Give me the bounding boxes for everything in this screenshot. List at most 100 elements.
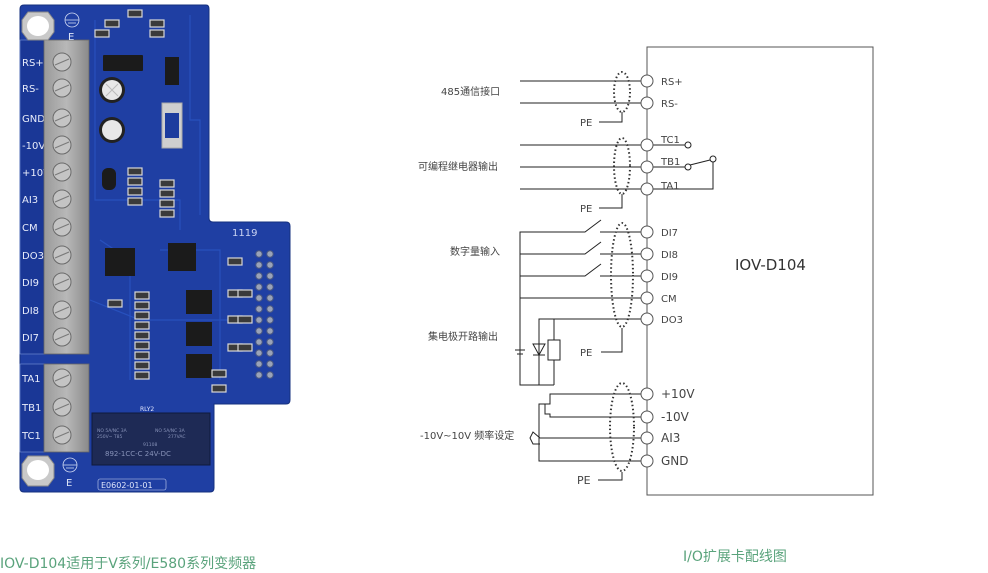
header-pin — [255, 250, 263, 258]
smd-component — [127, 187, 143, 196]
header-pin — [266, 272, 274, 280]
smd-component — [159, 199, 175, 208]
terminal-label: RS+ — [661, 77, 683, 88]
ground-label-bottom: E — [66, 478, 72, 489]
screw-slot — [54, 431, 70, 439]
pe-label-relay: PE — [580, 204, 592, 215]
screw-slot — [54, 306, 70, 314]
label-open-collector-output: 集电极开路输出 — [428, 330, 498, 343]
pcb-terminal-label: RS- — [22, 84, 39, 95]
label-digital-input: 数字量输入 — [450, 245, 500, 258]
transistor-tr3 — [102, 168, 116, 190]
screw-slot — [54, 278, 70, 286]
pe-label-analog: PE — [577, 474, 591, 487]
relay-date-code: 91108 — [143, 442, 157, 448]
relay-rly2: RLY2 NO 5A/NC 3A 250V~ T85 NO 5A/NC 3A 2… — [91, 406, 211, 466]
pcb-terminal-label: CM — [22, 223, 38, 234]
header-pin — [266, 349, 274, 357]
terminal-di9 — [640, 269, 654, 283]
header-pin — [266, 327, 274, 335]
optocoupler-pc2 — [186, 290, 212, 314]
terminal-gnd — [640, 454, 654, 468]
terminal-di8 — [640, 247, 654, 261]
smd-component — [159, 179, 175, 188]
terminal-rsplus — [640, 74, 654, 88]
terminal-label: RS- — [661, 99, 678, 110]
smd-component — [134, 321, 150, 330]
electrolytic-capacitor-c38 — [99, 77, 125, 103]
ic-pc5 — [168, 243, 196, 271]
screw-slot — [54, 403, 70, 411]
terminal-label: CM — [661, 294, 677, 305]
smd-component — [134, 301, 150, 310]
terminal-tb1 — [640, 160, 654, 174]
smd-component — [237, 289, 253, 298]
terminal-label: DI7 — [661, 228, 678, 239]
smd-component — [237, 315, 253, 324]
caption-product-compatibility: IOV-D104适用于V系列/E580系列变频器 — [0, 556, 257, 572]
terminal-label: -10V — [661, 410, 690, 424]
smd-component — [134, 311, 150, 320]
relay-rating-3: NO 5A/NC 3A — [155, 428, 186, 434]
screw-slot — [54, 195, 70, 203]
electrolytic-capacitor-c25 — [99, 117, 125, 143]
ground-label-top: E — [68, 32, 74, 43]
device-name: IOV-D104 — [735, 256, 806, 274]
screw-slot — [54, 223, 70, 231]
header-pin — [255, 261, 263, 269]
smd-component — [159, 209, 175, 218]
terminal-label: TC1 — [660, 135, 680, 146]
pcb-terminal-label: DO3 — [22, 251, 44, 262]
smd-diode-r36 — [103, 55, 143, 71]
pcb-terminal-label: TC1 — [21, 431, 41, 442]
screw-slot — [54, 168, 70, 176]
terminal-tc1 — [640, 138, 654, 152]
group-485 — [520, 71, 641, 123]
smd-component — [211, 369, 227, 378]
pcb-board-image: RS+RS-GND-10V+10VAI3CMDO3DI9DI8DI7TA1TB1… — [19, 4, 291, 493]
header-pin — [255, 338, 263, 346]
group-digital — [515, 219, 641, 386]
optocoupler-pc4 — [186, 354, 212, 378]
header-pin — [255, 349, 263, 357]
pcb-terminal-label: DI8 — [22, 306, 39, 317]
smd-component — [237, 343, 253, 352]
smd-component — [134, 291, 150, 300]
smd-component — [211, 384, 227, 393]
terminal-label: TA1 — [660, 181, 680, 192]
screw-slot — [54, 84, 70, 92]
pe-label-digital: PE — [580, 348, 592, 359]
screw-slot — [54, 251, 70, 259]
header-pin — [255, 294, 263, 302]
label-relay-output: 可编程继电器输出 — [418, 160, 498, 173]
smd-component — [127, 9, 143, 18]
terminal-plus10v — [640, 387, 654, 401]
label-frequency-setting: -10V~10V 频率设定 — [420, 429, 514, 442]
screw-slot — [54, 374, 70, 382]
screw-slot — [54, 333, 70, 341]
header-pin — [255, 327, 263, 335]
header-pin — [266, 250, 274, 258]
header-pin — [266, 338, 274, 346]
pcb-terminal-label: AI3 — [22, 195, 38, 206]
header-pin — [255, 283, 263, 291]
smd-component — [159, 189, 175, 198]
smd-component — [107, 299, 123, 308]
group-analog — [529, 382, 641, 481]
smd-component — [134, 361, 150, 370]
label-485-interface: 485通信接口 — [441, 85, 500, 98]
terminal-label: TB1 — [660, 157, 680, 168]
terminal-cm — [640, 291, 654, 305]
terminal-do3 — [640, 312, 654, 326]
terminal-di7 — [640, 225, 654, 239]
smd-component — [127, 177, 143, 186]
terminal-label: AI3 — [661, 431, 680, 445]
smd-component — [134, 331, 150, 340]
header-pin — [255, 316, 263, 324]
relay-rating-2: 250V~ T85 — [97, 434, 122, 440]
mounting-hole-bottom: E — [21, 455, 78, 489]
terminal-ta1 — [640, 182, 654, 196]
terminal-label: +10V — [661, 387, 695, 401]
pcb-terminal-label: TB1 — [21, 403, 41, 414]
smd-component — [134, 351, 150, 360]
